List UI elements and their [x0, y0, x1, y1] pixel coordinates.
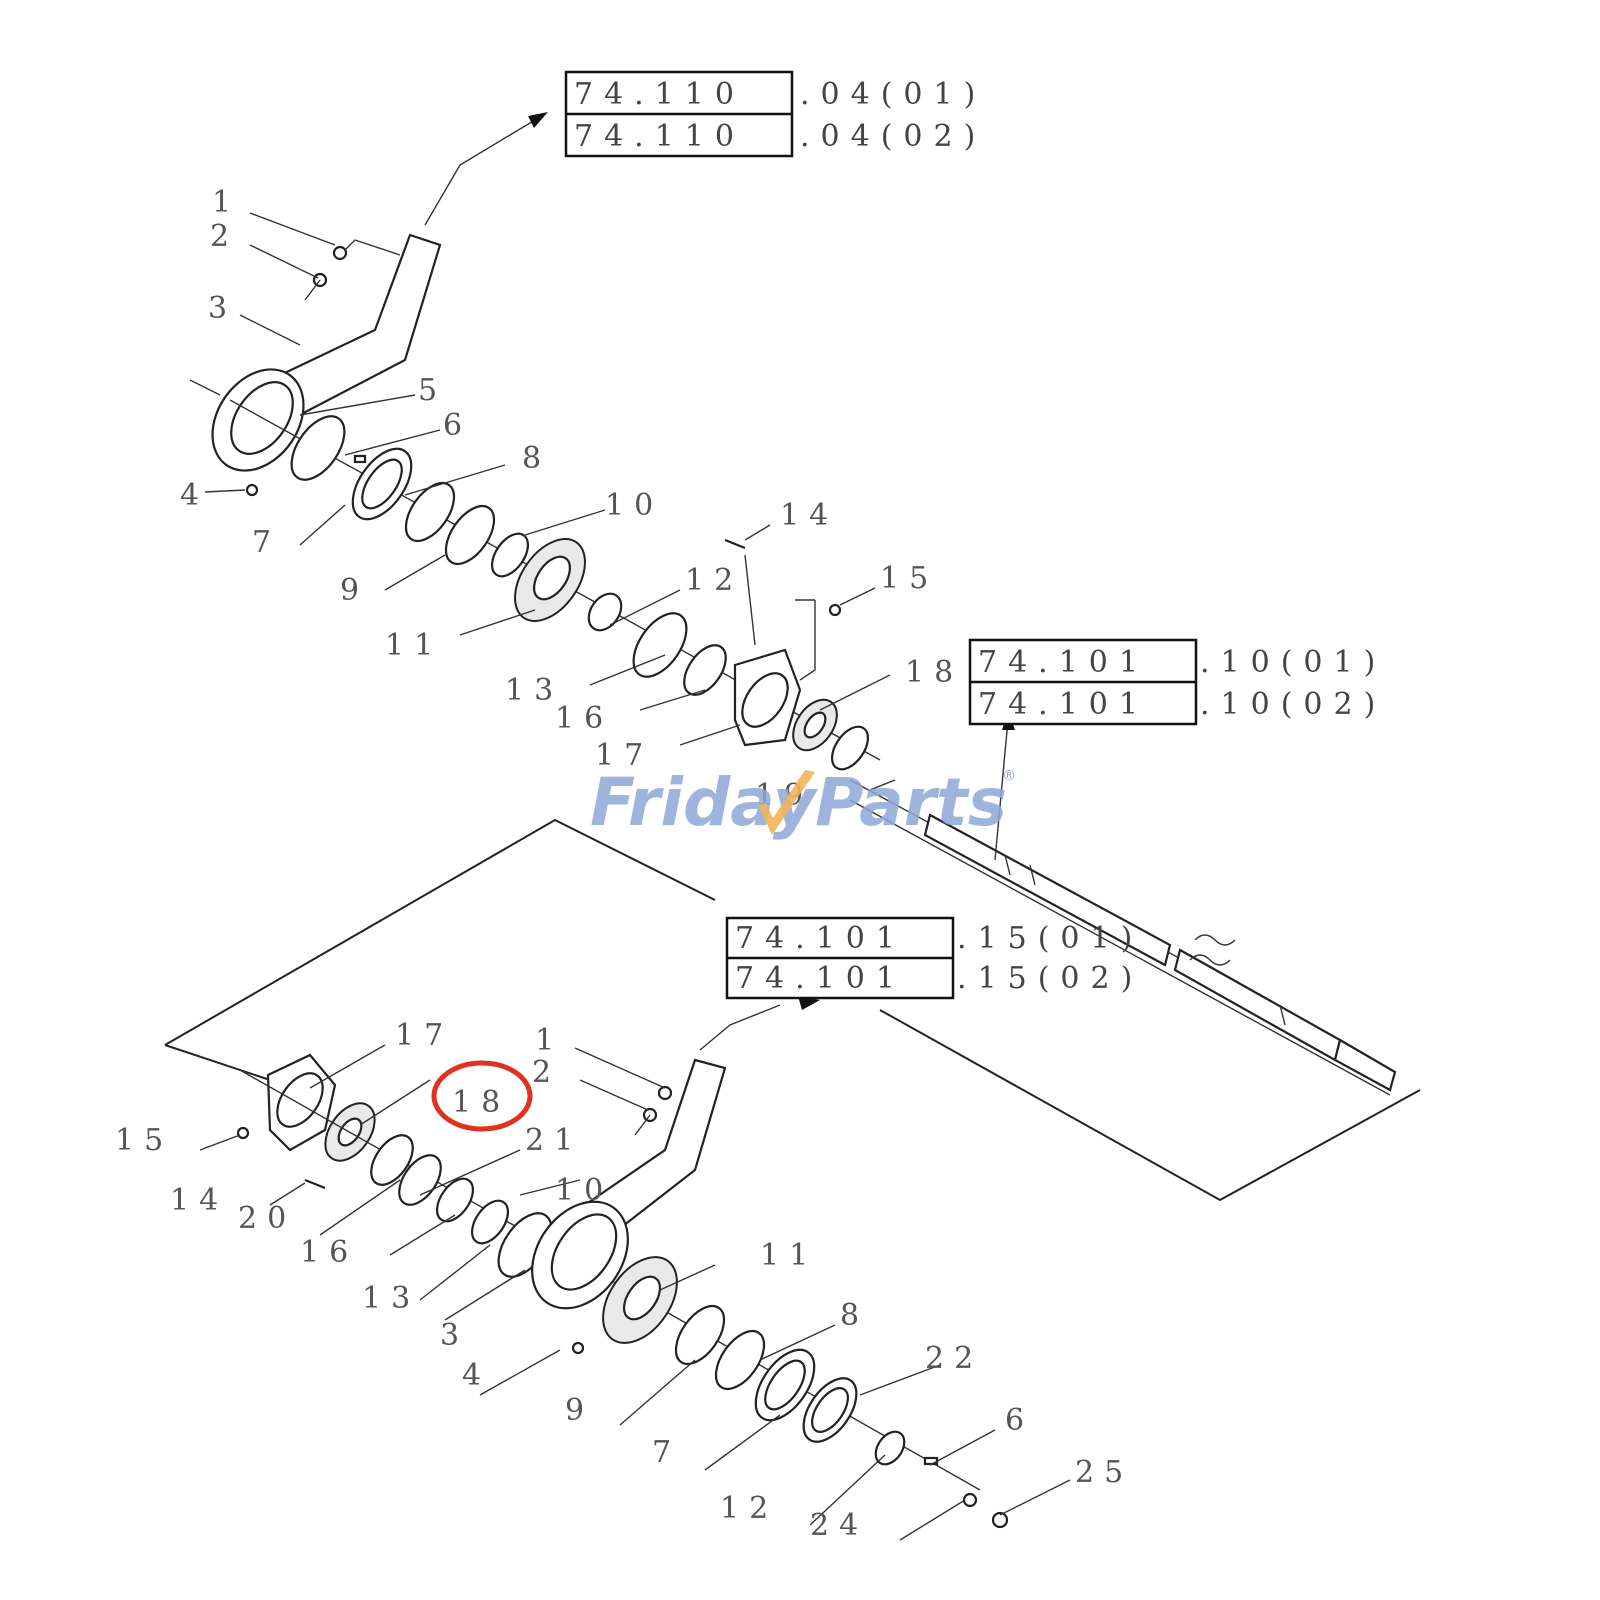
bolt-14 [724, 538, 746, 550]
nut-25 [991, 1511, 1009, 1529]
callout-10-lower: 10 [555, 1173, 613, 1208]
callout-17-lower: 17 [395, 1018, 453, 1053]
callout-8: 8 [522, 441, 551, 476]
callout-24-lower: 24 [810, 1508, 868, 1543]
callout-22-lower: 22 [925, 1341, 983, 1376]
watermark-check-icon [758, 770, 815, 835]
callout-14: 14 [780, 498, 838, 533]
callout-16: 16 [555, 701, 613, 736]
callout-9-lower: 9 [565, 1393, 594, 1428]
watermark-logo: Friday Parts ® [590, 764, 1016, 841]
callout-15-lower: 15 [115, 1123, 173, 1158]
shaft [849, 779, 1397, 1096]
frame-outline [164, 818, 1421, 1202]
callout-8-lower: 8 [840, 1298, 869, 1333]
pin-6 [353, 454, 367, 464]
ref-mid-suffix-2: .10(02) [1200, 687, 1386, 722]
callout-4-lower: 4 [462, 1358, 491, 1393]
watermark-text-left: Friday [590, 764, 819, 841]
callout-7: 7 [252, 525, 281, 560]
nut-1 [332, 245, 348, 261]
nut-15 [828, 603, 842, 617]
callouts-upper: 1 2 3 4 5 6 7 8 9 10 11 12 13 14 15 16 1… [180, 185, 963, 813]
highlight-circle [431, 1060, 533, 1132]
callout-13-lower: 13 [362, 1281, 420, 1316]
ring-13 [632, 612, 688, 678]
grease-nipple-4 [245, 483, 259, 497]
callout-12: 12 [685, 563, 743, 598]
callout-3-lower: 3 [440, 1318, 469, 1353]
callout-6: 6 [443, 408, 472, 443]
ref-low-suffix-1: .15(01) [957, 921, 1143, 956]
lower-assembly [199, 710, 1071, 1541]
callout-1: 1 [212, 185, 241, 220]
ref-low-2: 74.101 [735, 961, 906, 996]
ring-16 [683, 644, 727, 696]
lock-washer-9 [444, 504, 496, 566]
callout-7-lower: 7 [652, 1435, 681, 1470]
callout-25-lower: 25 [1075, 1455, 1133, 1490]
pin-6-lower [923, 1456, 939, 1466]
ring-8 [404, 481, 456, 543]
callout-5: 5 [418, 373, 447, 408]
ring-8-lower [714, 1329, 766, 1391]
callout-2-lower: 2 [532, 1055, 561, 1090]
callout-13: 13 [505, 673, 563, 708]
ref-low-suffix-2: .15(02) [957, 961, 1143, 996]
grease-nipple-4-lower [571, 1341, 585, 1355]
ref-top-suffix-2: .04(02) [800, 119, 986, 154]
sleeve-12 [587, 592, 623, 632]
callout-15: 15 [880, 561, 938, 596]
callout-17: 17 [595, 738, 653, 773]
callout-4: 4 [180, 478, 209, 513]
callout-2: 2 [210, 219, 239, 254]
callout-21-lower: 21 [525, 1123, 583, 1158]
ring-10 [490, 532, 530, 578]
ring-10-lower [470, 1199, 510, 1245]
washer-24 [962, 1492, 978, 1508]
ref-low-1: 74.101 [735, 921, 906, 956]
callout-20-lower: 20 [238, 1201, 296, 1236]
callout-11-lower: 11 [760, 1238, 818, 1273]
callout-6-lower: 6 [1005, 1403, 1034, 1438]
callout-11: 11 [385, 628, 443, 663]
callout-9: 9 [340, 573, 369, 608]
ring-19 [830, 725, 870, 771]
upper-assembly [189, 112, 896, 791]
callout-3: 3 [208, 291, 237, 326]
callouts-lower: 17 1 2 18 15 21 14 20 10 16 11 13 8 3 22… [115, 1018, 1133, 1543]
callout-12-lower: 12 [720, 1491, 778, 1526]
ring-5 [290, 415, 346, 481]
callout-16-lower: 16 [300, 1235, 358, 1270]
ref-box-lower: 74.101 74.101 .15(01) .15(02) [725, 916, 1143, 1000]
nut-1-lower [657, 1085, 673, 1101]
ref-mid-suffix-1: .10(01) [1200, 645, 1386, 680]
callout-18: 18 [905, 655, 963, 690]
watermark-registered: ® [1002, 768, 1016, 784]
bolt-14-lower [304, 1178, 326, 1190]
callout-1-lower: 1 [535, 1023, 564, 1058]
ring-16-lower [435, 1177, 475, 1223]
ring-20 [370, 1134, 414, 1186]
ref-top-suffix-1: .04(01) [800, 77, 986, 112]
callout-18-lower: 18 [452, 1085, 510, 1120]
lock-washer-9-lower [674, 1304, 726, 1366]
callout-14-lower: 14 [170, 1183, 228, 1218]
callout-10: 10 [605, 488, 663, 523]
ref-mid-2: 74.101 [978, 687, 1149, 722]
ref-top-1: 74.110 [574, 77, 745, 112]
ref-top-2: 74.110 [574, 119, 745, 154]
ref-box-middle: 74.101 74.101 .10(01) .10(02) [968, 638, 1386, 726]
watermark-text-right: Parts [815, 764, 1007, 841]
ref-box-top: 74.110 74.110 .04(01) .04(02) [564, 70, 986, 158]
nut-15-lower [236, 1126, 250, 1140]
ref-mid-1: 74.101 [978, 645, 1149, 680]
